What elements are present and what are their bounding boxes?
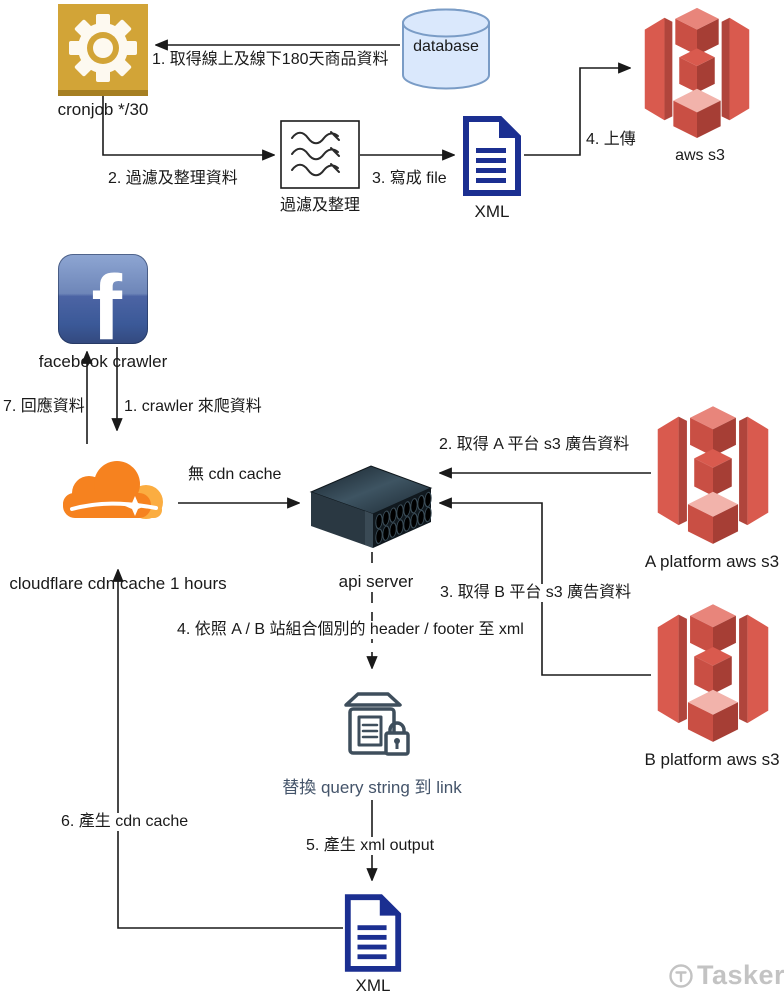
aws-s3-icon xyxy=(644,7,750,139)
edge-label-compose-header-footer: 4. 依照 A / B 站組合個別的 header / footer 至 xml xyxy=(174,621,527,640)
a-platform-s3-label: A platform aws s3 xyxy=(644,552,780,571)
edge-label-generate-xml-output: 5. 產生 xml output xyxy=(303,837,438,856)
tasker-logo-icon xyxy=(669,963,693,988)
xml-top-label: XML xyxy=(474,202,510,221)
cloudflare-label: cloudflare cdn cache 1 hours xyxy=(9,574,227,593)
filter-label: 過濾及整理 xyxy=(279,197,360,214)
cloudflare-icon xyxy=(63,461,163,519)
aws-s3-label: aws s3 xyxy=(675,147,725,164)
api-server-label: api server xyxy=(328,572,424,592)
database-label: database xyxy=(413,38,479,55)
edge-label-filter-data: 2. 過濾及整理資料 xyxy=(108,170,238,187)
edge-label-generate-cdn-cache: 6. 產生 cdn cache xyxy=(58,813,192,832)
cronjob-label: cronjob */30 xyxy=(57,100,149,119)
edge-label-fetch-b-ads: 3. 取得 B 平台 s3 廣告資料 xyxy=(437,584,635,603)
b-platform-s3-label: B platform aws s3 xyxy=(644,750,780,769)
facebook-label: facebook crawler xyxy=(38,352,168,371)
query-replace-label: 替換 query string 到 link xyxy=(282,778,462,797)
aws-s3-icon xyxy=(657,406,769,544)
edge-label-respond-data: 7. 回應資料 xyxy=(3,398,85,415)
tasker-watermark-text: Tasker xyxy=(697,960,784,990)
facebook-f-glyph: f xyxy=(91,257,122,344)
edge-label-crawler-fetch: 1. crawler 來爬資料 xyxy=(124,398,262,415)
aws-s3-icon xyxy=(657,604,769,742)
edge-label-no-cdn-cache: 無 cdn cache xyxy=(188,466,282,483)
edge-label-fetch-products: 1. 取得線上及線下180天商品資料 xyxy=(152,51,389,68)
tasker-watermark: Tasker xyxy=(668,960,784,991)
xml-bottom-label: XML xyxy=(355,976,391,995)
database-cylinder-icon xyxy=(402,8,490,90)
facebook-icon: f xyxy=(58,254,148,344)
xml-document-icon xyxy=(460,115,524,197)
xml-document-icon xyxy=(342,893,404,973)
gear-icon xyxy=(58,4,148,96)
edge-label-fetch-a-ads: 2. 取得 A 平台 s3 廣告資料 xyxy=(439,436,630,453)
server-icon xyxy=(309,465,433,548)
filter-waves-icon xyxy=(280,120,360,189)
edge-label-upload: 4. 上傳 xyxy=(586,131,636,148)
archive-lock-icon xyxy=(344,692,410,756)
edge-label-write-file: 3. 寫成 file xyxy=(372,170,447,187)
